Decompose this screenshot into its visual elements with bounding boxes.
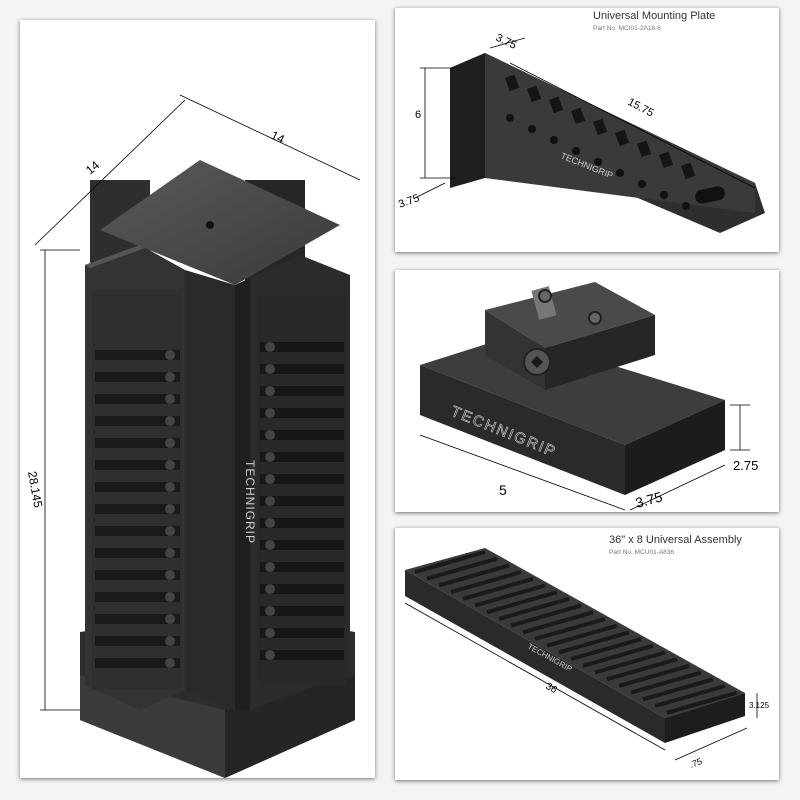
tower-brand: TECHNIGRIP: [243, 460, 257, 544]
assembly-title: 36" x 8 Universal Assembly: [609, 534, 742, 546]
mounting-plate-panel: Universal Mounting Plate Part No. MCI01-…: [395, 8, 779, 252]
mounting-plate-dim-length: 15.75: [626, 96, 656, 120]
assembly-model: [405, 548, 745, 743]
assembly-dim-length: 36: [544, 681, 559, 696]
mounting-plate-title: Universal Mounting Plate: [593, 10, 716, 22]
tower-dim-height: 28.145: [25, 470, 45, 509]
assembly-dim-depth: .75: [688, 756, 703, 770]
tower-dim-width-b: 14: [269, 128, 287, 146]
mounting-plate-model: [450, 53, 765, 233]
tower-panel: TECHNIGRIP 14 14 28.145: [20, 20, 375, 778]
vise-block-model: [420, 282, 725, 495]
assembly-panel: 36" x 8 Universal Assembly Part No. MCU0…: [395, 528, 779, 780]
mounting-plate-part-no: Part No. MCI01-2A16-6: [593, 25, 661, 32]
assembly-part-no: Part No. MCU01-A836: [609, 549, 675, 556]
mounting-plate-dim-height: 6: [415, 109, 421, 121]
tower-dim-width-a: 14: [83, 158, 102, 178]
assembly-dim-height: 3.125: [749, 701, 770, 710]
mounting-plate-dim-bottom: 3.75: [397, 192, 421, 211]
tower-top: [100, 160, 340, 285]
vise-block-panel: TECHNIGRIP 5 3.75 2.75: [395, 270, 779, 512]
vise-block-dim-width: 3.75: [634, 488, 665, 511]
mounting-plate-dim-top: 3.75: [494, 32, 518, 52]
vise-block-dim-height: 2.75: [733, 458, 758, 473]
vise-block-dim-length: 5: [499, 482, 507, 498]
